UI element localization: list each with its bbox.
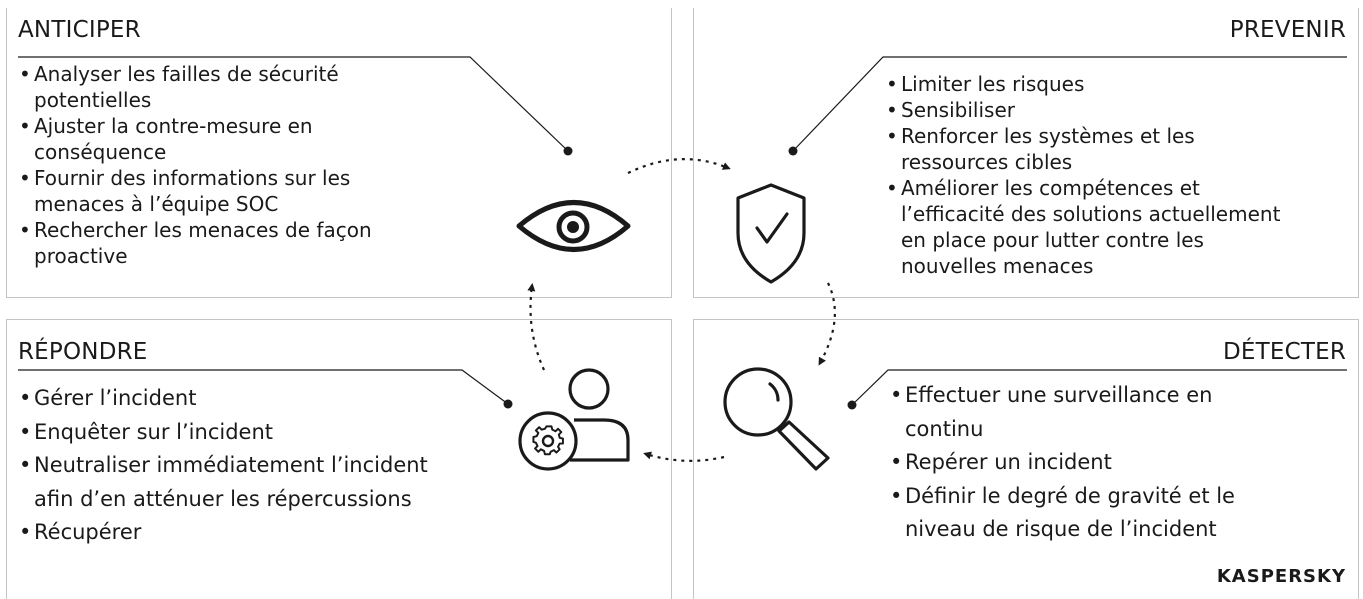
repondre-bullet-line: Enquêter sur l’incident bbox=[34, 419, 273, 444]
anticiper-bullet-line: Ajuster la contre-mesure en bbox=[34, 114, 313, 138]
anticiper-bullet-line: Rechercher les menaces de façon bbox=[34, 218, 372, 242]
arrow-detecter-to-repondre bbox=[643, 451, 725, 462]
repondre-bullet-item: Enquêter sur l’incident bbox=[19, 416, 428, 450]
detecter-bullet-line: Effectuer une surveillance en bbox=[905, 383, 1213, 407]
anticiper-panel bbox=[6, 8, 672, 298]
prevenir-bullet-item: Renforcer les systèmes et lesressources … bbox=[886, 123, 1280, 175]
magnifier-icon bbox=[723, 367, 830, 471]
repondre-title: RÉPONDRE bbox=[18, 339, 148, 365]
repondre-panel bbox=[6, 319, 672, 599]
detecter-title: DÉTECTER bbox=[1222, 339, 1346, 365]
repondre-bullet-line: Gérer l’incident bbox=[34, 386, 197, 410]
repondre-bullet-item: Neutraliser immédiatement l’incident afin… bbox=[19, 449, 428, 516]
anticiper-bullet-line: potentielles bbox=[34, 88, 152, 112]
shield-check-icon bbox=[736, 183, 806, 284]
anticiper-bullet-line: Fournir des informations sur les bbox=[34, 166, 351, 190]
detecter-leader-line bbox=[851, 369, 1347, 406]
prevenir-leader-dot bbox=[788, 146, 798, 156]
prevenir-bullet-line: Sensibiliser bbox=[901, 98, 1015, 122]
repondre-bullet-line: Neutraliser immédiatement l’incident bbox=[34, 453, 428, 477]
anticiper-bullet-line: menaces à l’équipe SOC bbox=[34, 192, 279, 216]
detecter-list: Effectuer une surveillance en continuRepé… bbox=[890, 379, 1235, 547]
eye-icon bbox=[516, 200, 631, 252]
prevenir-bullet-line: ressources cibles bbox=[901, 150, 1073, 174]
prevenir-title: PREVENIR bbox=[1229, 17, 1346, 43]
detecter-bullet-line: Repérer un incident bbox=[905, 450, 1112, 474]
prevenir-bullet-item: Limiter les risques bbox=[886, 71, 1280, 97]
detecter-bullet-line: niveau de risque de l’incident bbox=[905, 517, 1217, 541]
repondre-list: Gérer l’incidentEnquêter sur l’incidentN… bbox=[19, 382, 428, 550]
anticiper-bullet-line: proactive bbox=[34, 244, 128, 268]
prevenir-bullet-line: Améliorer les compétences et bbox=[901, 176, 1200, 200]
prevenir-bullet-item: Sensibiliser bbox=[886, 97, 1280, 123]
repondre-bullet-line: Récupérer bbox=[34, 520, 142, 544]
anticiper-list: Analyser les failles de sécuritépotentie… bbox=[19, 61, 372, 269]
detecter-bullet-item: Définir le degré de gravité et le niveau … bbox=[890, 480, 1235, 547]
detecter-bullet-item: Repérer un incident bbox=[890, 446, 1235, 480]
gear-icon bbox=[532, 425, 564, 456]
prevenir-bullet-line: en place pour lutter contre les bbox=[901, 228, 1204, 252]
repondre-bullet-item: Récupérer bbox=[19, 516, 428, 550]
anticiper-leader-dot bbox=[563, 146, 573, 156]
repondre-leader-dot bbox=[503, 399, 513, 409]
anticiper-bullet-line: conséquence bbox=[34, 140, 167, 164]
detecter-panel bbox=[693, 319, 1359, 599]
anticiper-leader-line bbox=[18, 56, 569, 152]
arrow-prevenir-to-detecter bbox=[818, 282, 836, 366]
anticiper-bullet-item: Fournir des informations sur lesmenaces … bbox=[19, 165, 372, 217]
repondre-bullet-item: Gérer l’incident bbox=[19, 382, 428, 416]
prevenir-panel bbox=[693, 8, 1359, 298]
prevenir-bullet-line: Renforcer les systèmes et les bbox=[901, 124, 1195, 148]
prevenir-leader-line bbox=[792, 56, 1347, 152]
user-gear-icon bbox=[518, 368, 630, 471]
kaspersky-logo: KASPERSKY bbox=[1216, 566, 1346, 587]
detecter-bullet-line: Définir le degré de gravité et le bbox=[905, 483, 1235, 508]
anticiper-bullet-line: Analyser les failles de sécurité bbox=[34, 62, 339, 86]
arrow-anticiper-to-prevenir bbox=[627, 158, 731, 174]
anticiper-bullet-item: Analyser les failles de sécuritépotentie… bbox=[19, 61, 372, 113]
arrow-repondre-to-anticiper bbox=[527, 283, 546, 371]
anticiper-title: ANTICIPER bbox=[18, 17, 141, 43]
prevenir-bullet-line: Limiter les risques bbox=[901, 72, 1085, 96]
prevenir-list: Limiter les risquesSensibiliserRenforcer… bbox=[886, 71, 1280, 279]
detecter-leader-dot bbox=[847, 400, 857, 410]
prevenir-bullet-line: l’efficacité des solutions actuellement bbox=[901, 202, 1281, 226]
detecter-bullet-item: Effectuer une surveillance en continu bbox=[890, 379, 1235, 446]
prevenir-bullet-line: nouvelles menaces bbox=[901, 254, 1094, 278]
repondre-bullet-line: afin d’en atténuer les répercussions bbox=[34, 486, 412, 511]
repondre-leader-line bbox=[18, 369, 509, 405]
detecter-bullet-line: continu bbox=[905, 416, 984, 441]
prevenir-bullet-item: Améliorer les compétences etl’efficacité… bbox=[886, 175, 1280, 279]
